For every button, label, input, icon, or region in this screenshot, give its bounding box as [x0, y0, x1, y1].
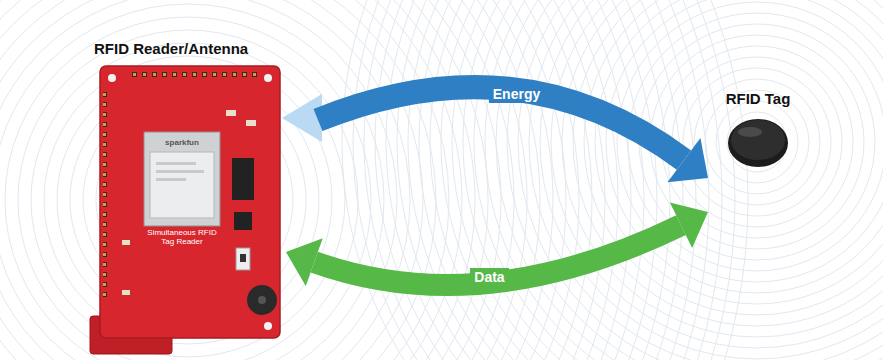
wave-ring: [0, 0, 527, 360]
wave-ring: [0, 0, 540, 360]
wave-ring: [430, 0, 883, 360]
wave-ring: [463, 0, 883, 360]
wave-ring: [496, 0, 883, 360]
wave-ring: [353, 0, 883, 360]
wave-ring: [44, 56, 332, 344]
wave-ring: [0, 4, 384, 360]
wireless-arrow: [286, 202, 708, 286]
wave-ring: [0, 0, 397, 360]
arrow-label: Energy: [489, 85, 544, 103]
wave-ring: [0, 0, 462, 360]
wave-ring: [683, 68, 831, 216]
wave-ring: [540, 0, 883, 359]
wave-ring: [0, 0, 631, 360]
tag-disc: [712, 86, 804, 226]
wave-ring: [650, 35, 864, 249]
board-name: Simultaneous RFID Tag Reader: [146, 228, 218, 246]
wave-ring: [342, 0, 883, 360]
node-heading: RFID Reader/Antenna: [86, 36, 290, 57]
rfid-tag: RFID Tag: [712, 86, 804, 226]
wave-ring: [573, 0, 883, 326]
node-heading: RFID Tag: [712, 86, 804, 107]
arrow-head: [667, 138, 708, 182]
wave-ring: [0, 0, 423, 360]
wave-ring: [0, 0, 579, 360]
wave-ring: [0, 0, 605, 360]
wave-ring: [694, 79, 820, 205]
wave-ring: [0, 0, 592, 360]
wave-ring: [0, 0, 553, 360]
wave-ring: [474, 0, 883, 360]
arrow-head: [286, 238, 323, 286]
reader-board: RFID Reader/Antenna: [86, 36, 290, 358]
wave-ring: [419, 0, 883, 360]
emission-triangle: [282, 94, 322, 142]
wave-ring: [727, 112, 787, 172]
wave-ring: [0, 0, 618, 360]
wave-ring: [0, 0, 566, 360]
brand-text: sparkfun: [160, 138, 204, 147]
wave-ring: [716, 101, 798, 183]
wave-ring: [0, 0, 696, 360]
wave-ring: [0, 0, 436, 360]
wave-ring: [0, 0, 670, 360]
arrow-label: Data: [470, 268, 508, 286]
wave-ring: [0, 0, 735, 360]
wave-ring: [18, 30, 358, 360]
rfid-reader-board: [90, 66, 280, 354]
wave-ring: [397, 0, 883, 360]
wave-ring: [584, 0, 883, 315]
wave-ring: [485, 0, 883, 360]
wave-ring: [0, 0, 683, 360]
wave-ring: [529, 0, 883, 360]
wave-ring: [551, 0, 883, 348]
wave-ring: [0, 0, 501, 360]
wave-ring: [595, 0, 883, 304]
wave-ring: [518, 0, 883, 360]
wave-ring: [0, 0, 410, 360]
wave-ring: [364, 0, 883, 360]
wave-ring: [0, 0, 722, 360]
wave-ring: [0, 0, 644, 360]
wave-ring: [441, 0, 883, 360]
arrow-head: [670, 202, 708, 247]
wave-ring: [31, 43, 345, 357]
wave-ring: [408, 0, 883, 360]
wave-ring: [375, 0, 883, 360]
wave-ring: [5, 17, 371, 360]
wave-ring: [0, 0, 475, 360]
wave-ring: [386, 0, 883, 360]
wave-ring: [507, 0, 883, 360]
wave-ring: [0, 0, 488, 360]
wave-ring: [0, 0, 449, 360]
wave-ring: [452, 0, 883, 360]
